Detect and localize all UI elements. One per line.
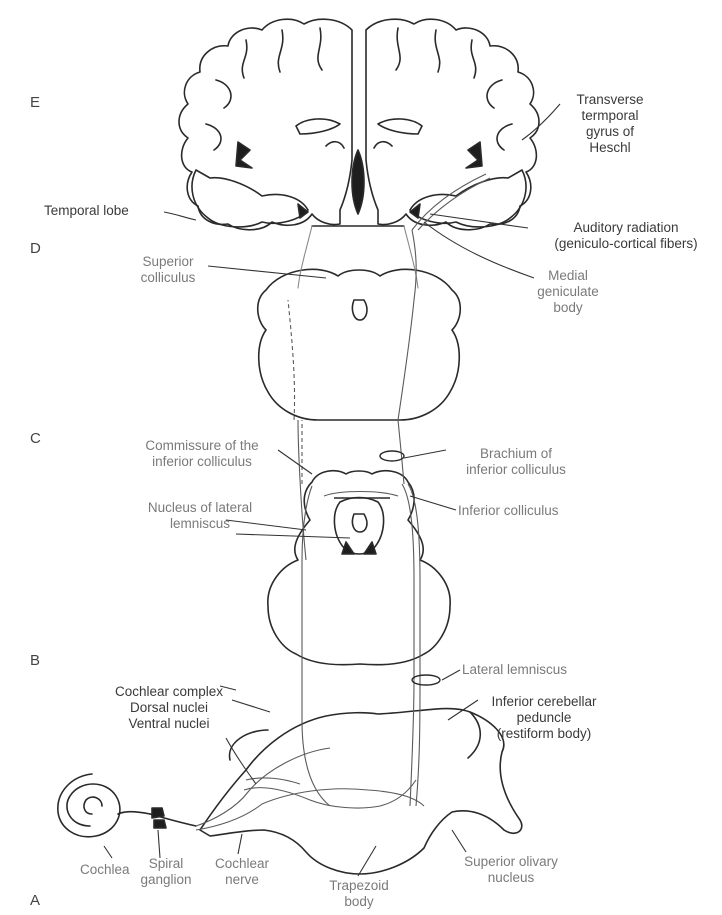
label-line: inferior colliculus bbox=[124, 454, 280, 470]
right-temporal-lobe bbox=[410, 170, 526, 227]
label-line: Inferior cerebellar bbox=[470, 694, 618, 710]
label-line: lemniscus bbox=[130, 516, 270, 532]
label-lateral-lemniscus: Lateral lemniscus bbox=[462, 662, 567, 678]
label-commissure-inferior-colliculus: Commissure of the inferior colliculus bbox=[124, 438, 280, 470]
label-line: Transverse bbox=[562, 92, 658, 108]
label-line: peduncle bbox=[470, 710, 618, 726]
label-spiral-ganglion: Spiral ganglion bbox=[136, 856, 196, 888]
label-brachium-inferior-colliculus: Brachium of inferior colliculus bbox=[452, 446, 580, 478]
label-line: Temporal lobe bbox=[44, 203, 129, 219]
label-line: Lateral lemniscus bbox=[462, 662, 567, 678]
label-line: Brachium of bbox=[452, 446, 580, 462]
label-temporal-lobe: Temporal lobe bbox=[44, 203, 129, 219]
label-inferior-cerebellar-peduncle: Inferior cerebellar peduncle (restiform … bbox=[470, 694, 618, 742]
label-line: Ventral nuclei bbox=[82, 716, 256, 732]
label-trapezoid-body: Trapezoid body bbox=[322, 878, 396, 910]
label-line: Spiral bbox=[136, 856, 196, 872]
left-hemisphere bbox=[179, 19, 352, 230]
label-line: geniculate bbox=[526, 284, 610, 300]
level-b-marker: B bbox=[30, 652, 40, 669]
label-line: colliculus bbox=[126, 270, 210, 286]
level-e-marker: E bbox=[30, 94, 40, 111]
label-line: Trapezoid bbox=[322, 878, 396, 894]
label-superior-colliculus: Superior colliculus bbox=[126, 254, 210, 286]
level-a-marker: A bbox=[30, 892, 40, 909]
label-cochlear-complex: Cochlear complex Dorsal nuclei Ventral n… bbox=[82, 684, 256, 732]
label-cochlear-nerve: Cochlear nerve bbox=[212, 856, 272, 888]
label-inferior-colliculus: Inferior colliculus bbox=[458, 503, 559, 519]
level-c-marker: C bbox=[30, 430, 41, 447]
label-line: termporal bbox=[562, 108, 658, 124]
label-line: Cochlear bbox=[212, 856, 272, 872]
label-transverse-temporal-gyrus: Transverse termporal gyrus of Heschl bbox=[562, 92, 658, 156]
label-line: Auditory radiation bbox=[530, 220, 722, 236]
label-line: Medial bbox=[526, 268, 610, 284]
label-line: Heschl bbox=[562, 140, 658, 156]
label-line: Commissure of the bbox=[124, 438, 280, 454]
label-line: (restiform body) bbox=[470, 726, 618, 742]
left-temporal-lobe bbox=[192, 170, 308, 227]
cochlea-spiral bbox=[58, 774, 120, 837]
label-line: Cochlear complex bbox=[82, 684, 256, 700]
label-line: nerve bbox=[212, 872, 272, 888]
label-line: inferior colliculus bbox=[452, 462, 580, 478]
label-line: body bbox=[526, 300, 610, 316]
label-line: Superior olivary bbox=[452, 854, 570, 870]
label-line: Inferior colliculus bbox=[458, 503, 559, 519]
label-line: nucleus bbox=[452, 870, 570, 886]
label-line: gyrus of bbox=[562, 124, 658, 140]
label-line: Nucleus of lateral bbox=[130, 500, 270, 516]
label-nucleus-lateral-lemniscus: Nucleus of lateral lemniscus bbox=[130, 500, 270, 532]
right-hemisphere bbox=[366, 19, 539, 230]
label-line: ganglion bbox=[136, 872, 196, 888]
label-cochlea: Cochlea bbox=[80, 862, 130, 878]
label-line: Dorsal nuclei bbox=[82, 700, 256, 716]
label-medial-geniculate-body: Medial geniculate body bbox=[526, 268, 610, 316]
label-line: (geniculo-cortical fibers) bbox=[530, 236, 722, 252]
level-d-marker: D bbox=[30, 240, 41, 257]
midbrain-upper bbox=[258, 269, 461, 420]
label-line: Superior bbox=[126, 254, 210, 270]
label-superior-olivary-nucleus: Superior olivary nucleus bbox=[452, 854, 570, 886]
label-line: Cochlea bbox=[80, 862, 130, 878]
label-auditory-radiation: Auditory radiation (geniculo-cortical fi… bbox=[530, 220, 722, 252]
label-line: body bbox=[322, 894, 396, 910]
